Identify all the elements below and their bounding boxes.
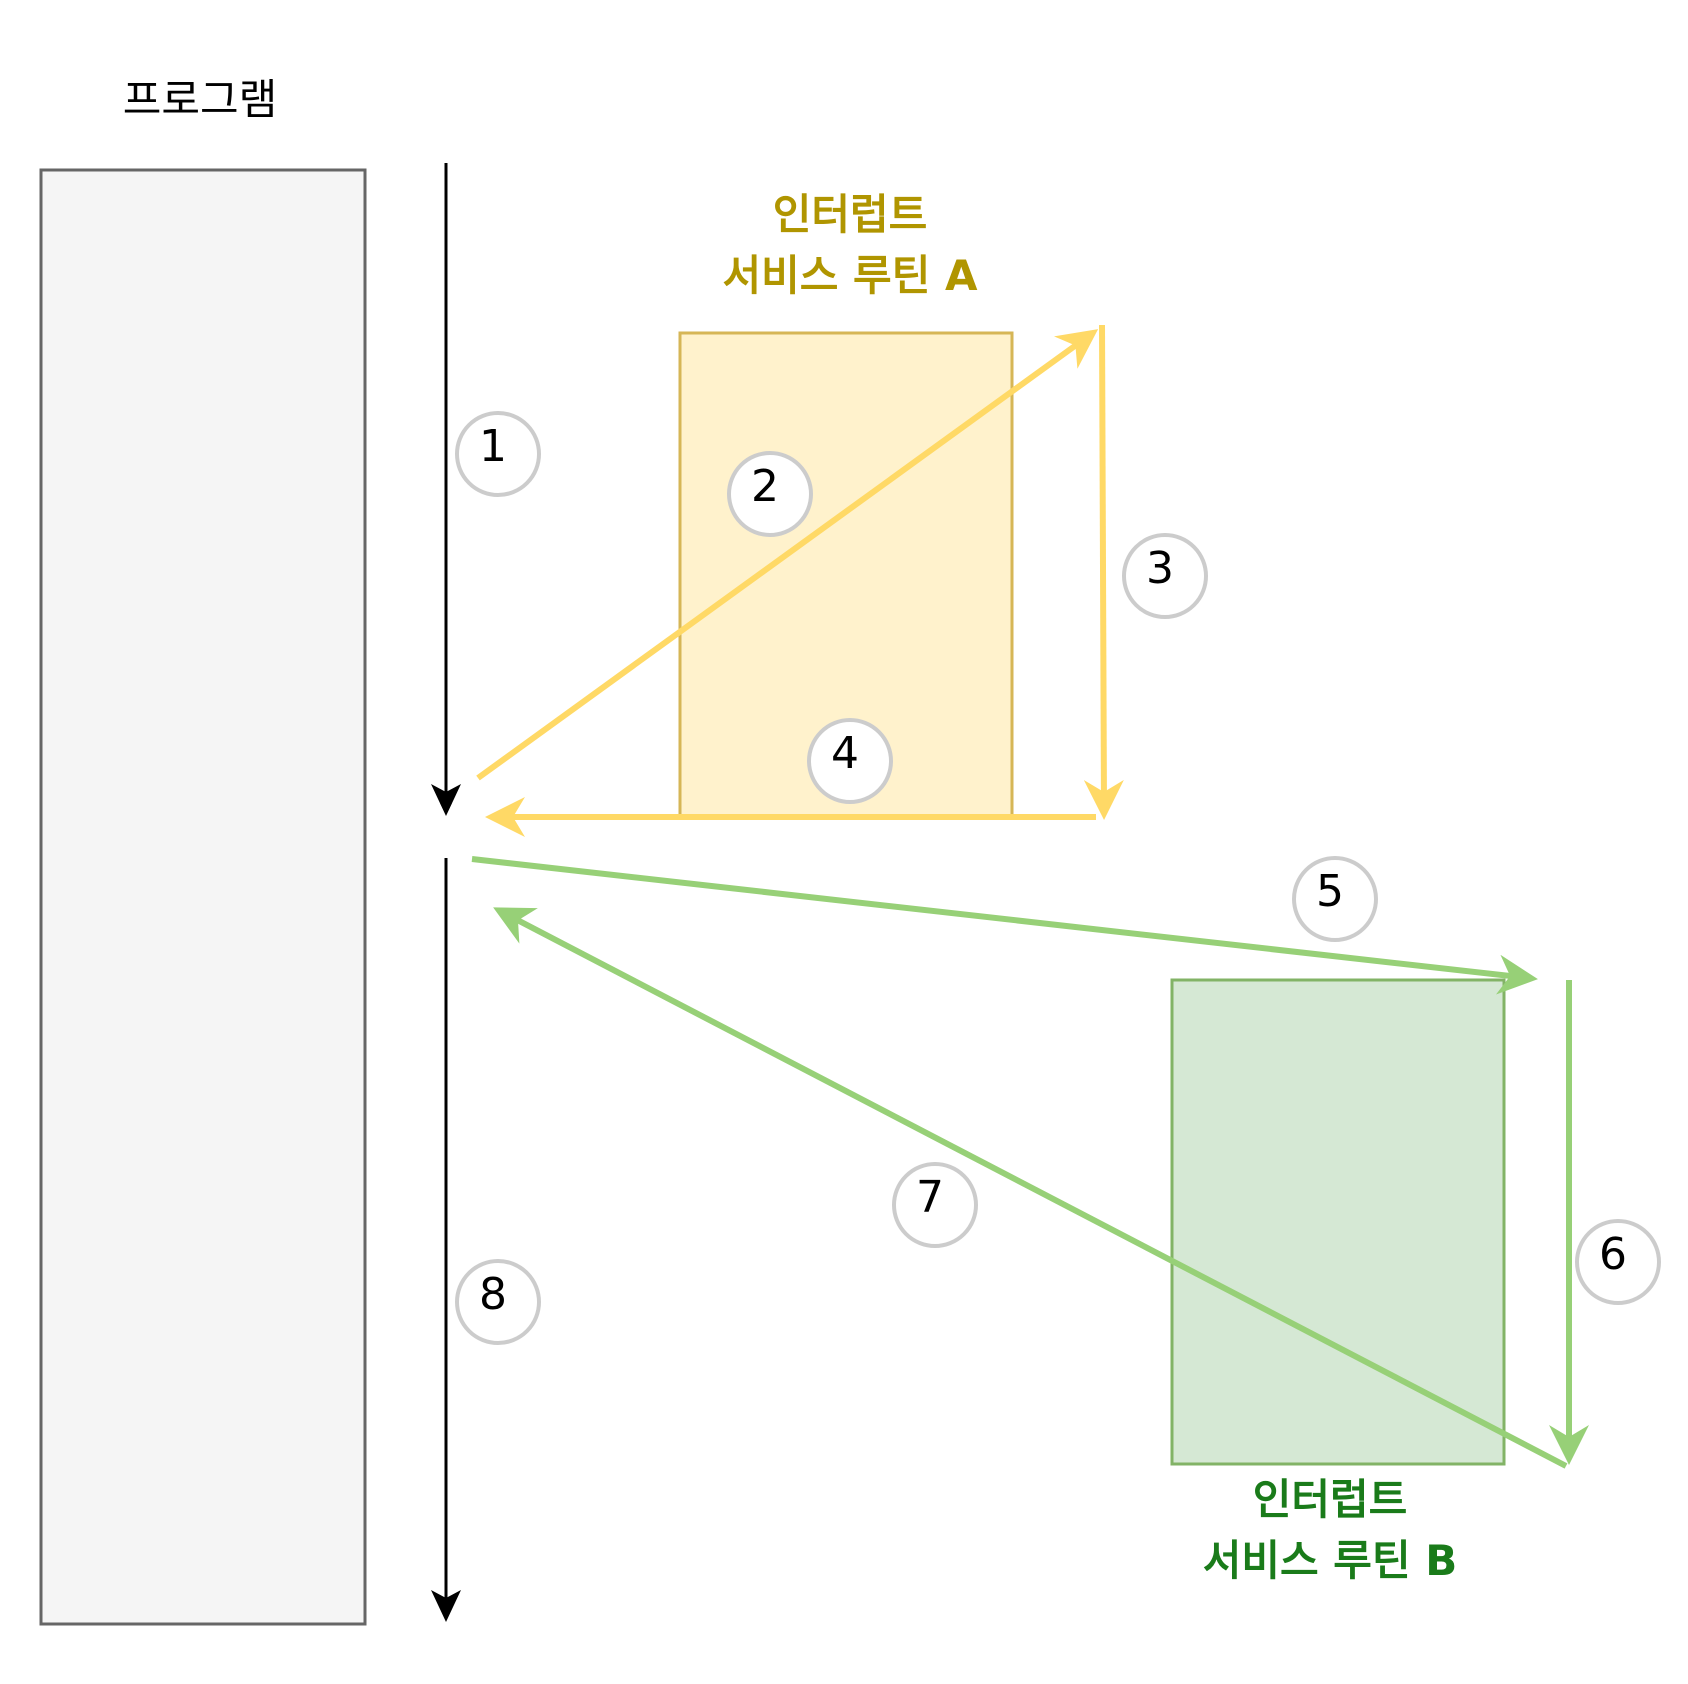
step-label-1: 1 [479, 421, 507, 472]
step-circle-2 [727, 451, 813, 537]
isr-b-block [1170, 978, 1506, 1466]
step-label-3: 3 [1146, 543, 1174, 594]
isr-a-title-line2: 서비스 루틴 A [722, 250, 978, 300]
step-circle-4 [807, 718, 893, 804]
isr-b-title: 인터럽트 서비스 루틴 B [1160, 1470, 1500, 1592]
isr-b-title-line1: 인터럽트 [1252, 1475, 1408, 1524]
arrow-3-isr-a-run [1083, 324, 1124, 820]
step-label-2: 2 [751, 461, 779, 512]
program-title: 프로그램 [122, 75, 278, 124]
step-circle-1 [455, 411, 541, 497]
step-circle-5 [1292, 856, 1378, 942]
step-label-4: 4 [831, 728, 859, 779]
step-label-8: 8 [479, 1269, 507, 1320]
isr-b-title-line2: 서비스 루틴 B [1202, 1535, 1458, 1585]
step-circle-6 [1575, 1219, 1661, 1305]
flow-arrow-8-head [431, 1590, 461, 1622]
flow-arrow-1-head [431, 784, 461, 816]
step-label-6: 6 [1599, 1229, 1627, 1280]
isr-a-title-line1: 인터럽트 [772, 190, 928, 239]
program-block [39, 168, 367, 1626]
arrow-2-to-isr-a [476, 329, 1099, 781]
isr-a-title: 인터럽트 서비스 루틴 A [680, 185, 1020, 307]
step-label-5: 5 [1316, 866, 1344, 917]
step-circle-3 [1122, 533, 1208, 619]
step-label-7: 7 [916, 1172, 944, 1223]
step-circle-7 [892, 1162, 978, 1248]
step-circle-8 [455, 1259, 541, 1345]
arrow-7-return-b [493, 907, 1568, 1469]
arrow-5-to-isr-b [471, 856, 1538, 995]
